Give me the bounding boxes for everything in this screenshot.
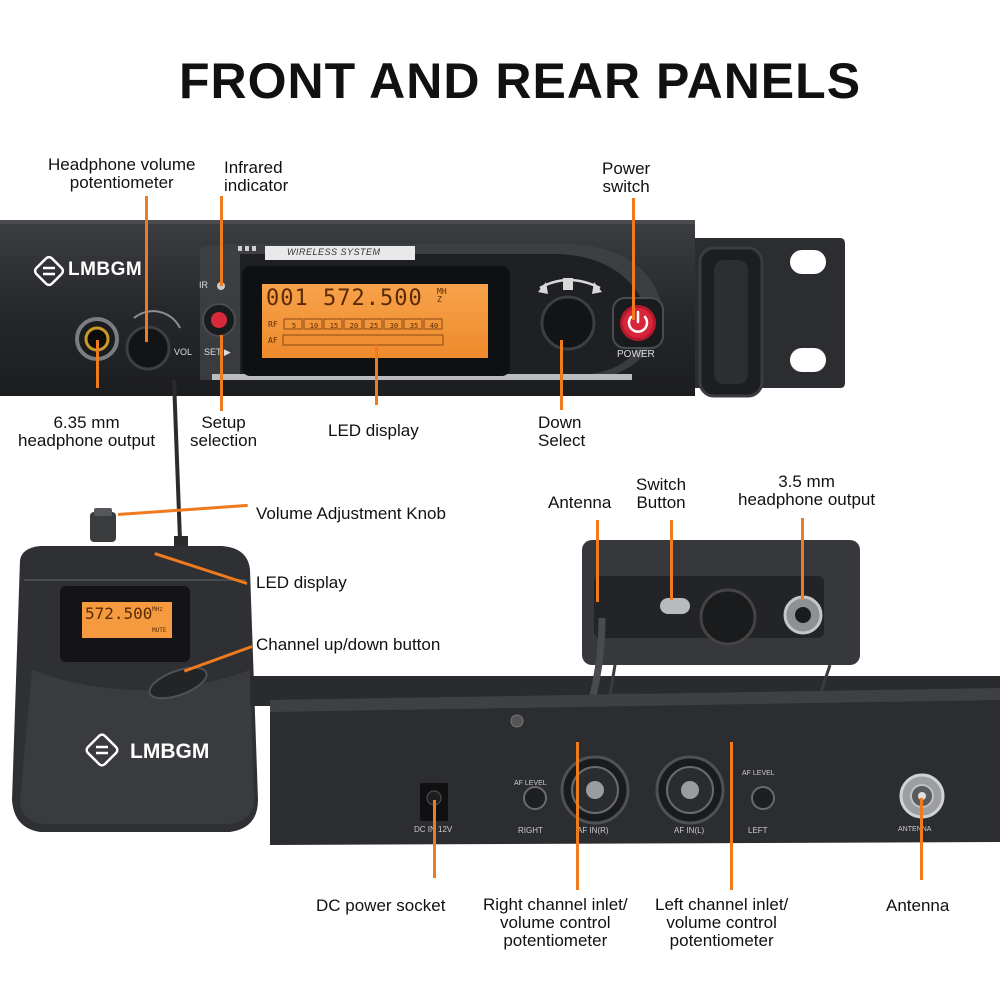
af-level-label-right: AF LEVEL xyxy=(514,780,547,787)
lcd-scale-labels: 5 10 15 20 25 30 35 40 xyxy=(284,321,444,331)
lcd-scale-box xyxy=(323,318,343,330)
callout-setup-selection: Setup selection xyxy=(190,413,258,450)
antenna-rear-label: ANTENNA xyxy=(898,826,932,833)
lcd-scale-label: 10 xyxy=(309,322,319,330)
rear-panel-illustration xyxy=(250,540,1000,845)
callout-left-channel: Left channel inlet/ volume control poten… xyxy=(655,895,789,950)
callout-led-display-front: LED display xyxy=(328,421,419,440)
callout-line-down-select xyxy=(560,340,563,410)
lcd-scale-box xyxy=(423,318,443,330)
lcd-scale-box xyxy=(403,318,423,330)
callout-antenna-pack: Antenna xyxy=(548,493,612,512)
callout-antenna-rear: Antenna xyxy=(886,896,950,915)
right-label: RIGHT xyxy=(518,826,543,835)
pack-lcd-unit: MHz xyxy=(152,606,163,613)
callout-dc-power: DC power socket xyxy=(316,896,446,915)
lcd-scale-box xyxy=(283,318,303,330)
callout-line-infrared xyxy=(220,196,223,286)
lcd-scale-label: 35 xyxy=(409,322,419,330)
callout-line-antenna-pack xyxy=(596,520,599,602)
lcd-scale-label: 30 xyxy=(389,322,399,330)
lcd-scale-box xyxy=(363,318,383,330)
lcd-rf-scale xyxy=(283,318,443,330)
set-label: SET ▶ xyxy=(204,347,231,357)
callout-headphone-volume: Headphone volume potentiometer xyxy=(48,155,196,192)
lcd-scale-label: 20 xyxy=(349,322,359,330)
page-title: FRONT AND REAR PANELS xyxy=(178,53,862,109)
callout-line-power xyxy=(632,198,635,320)
callout-line-635 xyxy=(96,340,99,388)
lcd-scale-label: 40 xyxy=(429,322,439,330)
lcd-scale-box xyxy=(383,318,403,330)
callout-channel-button: Channel up/down button xyxy=(256,635,441,654)
callout-down-select: Down Select xyxy=(538,413,586,450)
callout-line-led-front xyxy=(375,345,378,405)
pack-lcd-readout: 572.500 xyxy=(85,604,153,623)
callout-line-right-channel xyxy=(576,742,579,890)
af-level-label-left: AF LEVEL xyxy=(742,770,775,777)
lcd-scale-label: 25 xyxy=(369,322,379,330)
lcd-main-readout: 001 572.500 xyxy=(266,286,423,311)
callout-switch-button: Switch Button xyxy=(636,475,687,512)
vol-label: VOL xyxy=(174,347,193,357)
af-in-l-label: AF IN(L) xyxy=(674,826,705,835)
callout-infrared: Infrared indicator xyxy=(224,158,289,195)
pack-brand-logo: LMBGM xyxy=(130,740,210,763)
callout-headphone-output-635: 6.35 mm headphone output xyxy=(18,413,156,450)
callout-line-left-channel xyxy=(730,742,733,890)
callout-line-antenna-rear xyxy=(920,798,923,880)
callout-led-display-pack: LED display xyxy=(256,573,347,592)
lcd-scale-label: 5 xyxy=(291,322,297,330)
lcd-rf-label: RF xyxy=(268,320,278,329)
callout-power-switch: Power switch xyxy=(602,159,651,196)
callout-volume-knob: Volume Adjustment Knob xyxy=(256,504,446,523)
front-brand-logo: LMBGM xyxy=(68,259,143,280)
front-band-label: WIRELESS SYSTEM xyxy=(287,247,381,257)
lcd-scale-box xyxy=(303,318,323,330)
front-panel-illustration xyxy=(0,220,845,398)
power-label: POWER xyxy=(617,349,655,360)
left-label: LEFT xyxy=(748,826,768,835)
ir-label: IR xyxy=(199,280,208,290)
lcd-scale-box xyxy=(343,318,363,330)
callout-line-headphone-volume xyxy=(145,196,148,342)
bodypack-illustration xyxy=(12,380,258,832)
callout-line-dc xyxy=(433,800,436,878)
lcd-scale-label: 15 xyxy=(329,322,339,330)
callout-line-switch xyxy=(670,520,673,600)
callout-right-channel: Right channel inlet/ volume control pote… xyxy=(483,895,628,950)
callout-line-setup xyxy=(220,335,223,411)
af-in-r-label: AF IN(R) xyxy=(577,826,609,835)
callout-line-35 xyxy=(801,518,804,600)
pack-lcd-mute: MUTE xyxy=(152,627,167,634)
lcd-unit: MHZ xyxy=(437,287,447,304)
callout-headphone-output-35: 3.5 mm headphone output xyxy=(738,472,876,509)
lcd-af-label: AF xyxy=(268,336,278,345)
